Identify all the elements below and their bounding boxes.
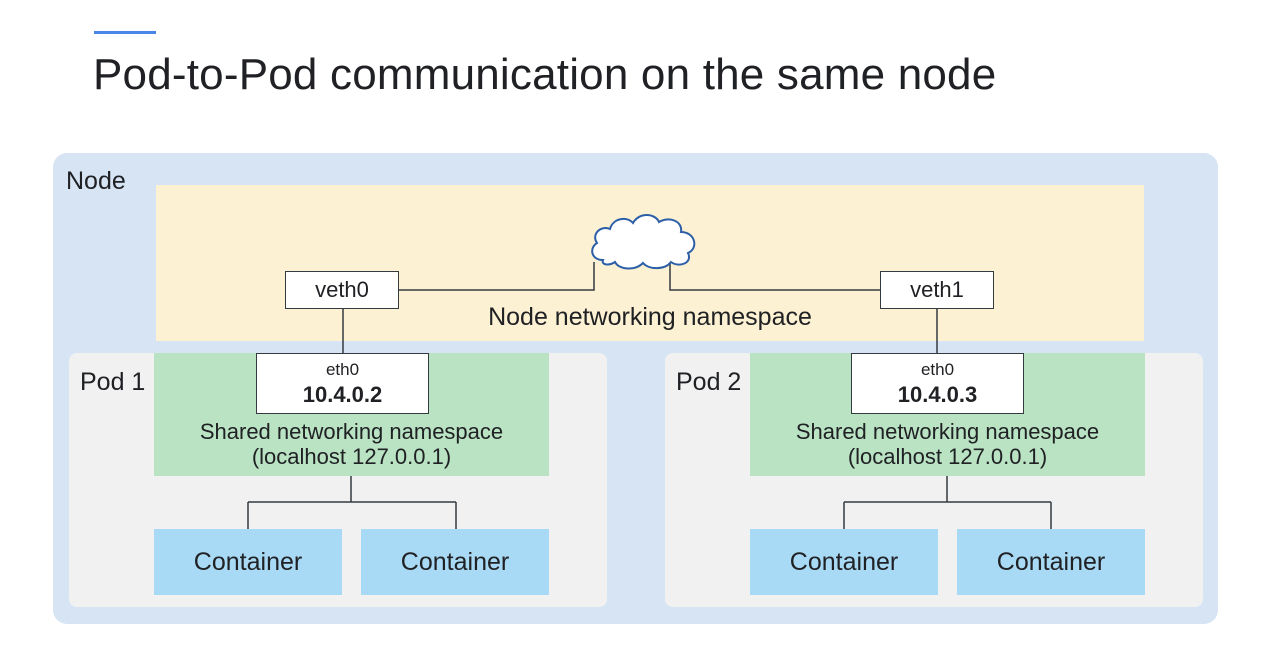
pod-1-shared-namespace-text: Shared networking namespace (localhost 1… [154, 419, 549, 469]
node-label: Node [66, 167, 126, 195]
title-accent-bar [94, 31, 156, 34]
veth1-label: veth1 [910, 277, 964, 302]
veth0-box: veth0 [285, 271, 399, 309]
container-label: Container [996, 547, 1106, 576]
pod-1-label: Pod 1 [80, 368, 146, 396]
pod-2-shared-namespace-text: Shared networking namespace (localhost 1… [750, 419, 1145, 469]
pod-2-ip-address: 10.4.0.3 [897, 382, 978, 407]
node-networking-namespace-label: Node networking namespace [488, 303, 812, 331]
pod-2-container-1: Container [750, 529, 938, 595]
cloud-icon [591, 214, 696, 270]
pod-2-eth0-box: eth0 10.4.0.3 [851, 353, 1024, 414]
pod-1-eth-name: eth0 [325, 360, 360, 379]
pod-2-namespace-localhost: (localhost 127.0.0.1) [847, 444, 1048, 469]
pod-1-container-1: Container [154, 529, 342, 595]
pod-1-eth0-box: eth0 10.4.0.2 [256, 353, 429, 414]
veth0-label: veth0 [315, 277, 369, 302]
container-label: Container [400, 547, 510, 576]
pod-1-ip-address: 10.4.0.2 [302, 382, 383, 407]
slide-title: Pod-to-Pod communication on the same nod… [93, 50, 997, 99]
pod-1-namespace-title: Shared networking namespace [199, 419, 504, 444]
pod-2-namespace-title: Shared networking namespace [795, 419, 1100, 444]
pod-2-label: Pod 2 [676, 368, 742, 396]
pod-2-container-2: Container [957, 529, 1145, 595]
pod-1-namespace-localhost: (localhost 127.0.0.1) [251, 444, 452, 469]
container-label: Container [193, 547, 303, 576]
pod-1-container-2: Container [361, 529, 549, 595]
container-label: Container [789, 547, 899, 576]
pod-2-eth-name: eth0 [920, 360, 955, 379]
veth1-box: veth1 [880, 271, 994, 309]
